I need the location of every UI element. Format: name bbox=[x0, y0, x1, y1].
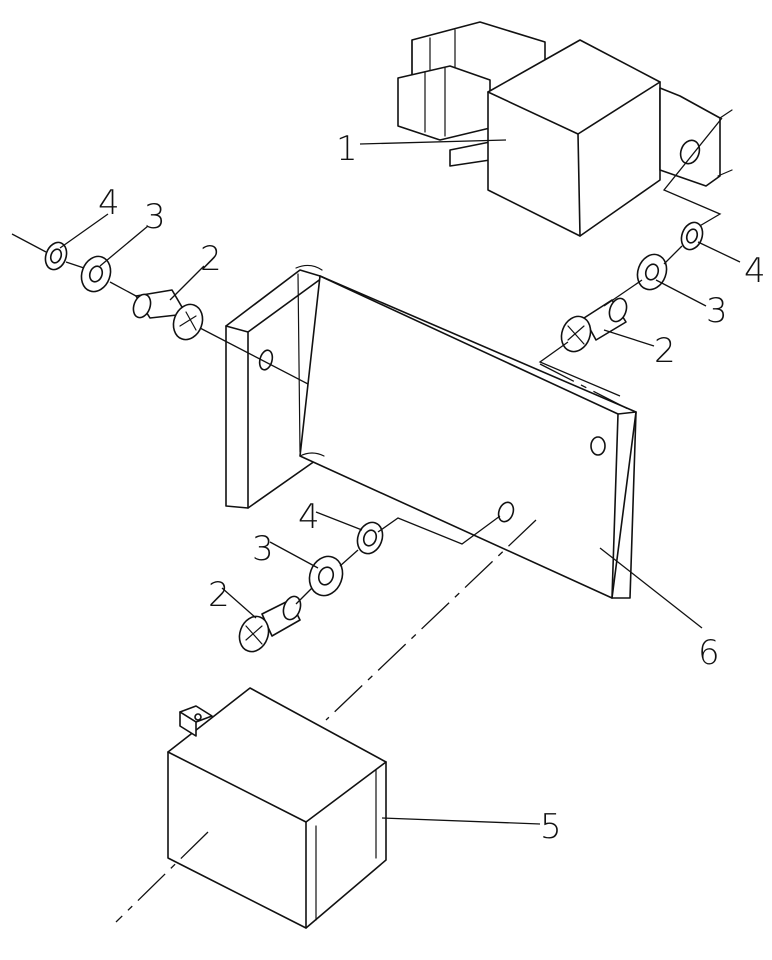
washer-right bbox=[636, 253, 668, 291]
screw-left bbox=[132, 289, 204, 341]
flasher-part-5 bbox=[167, 687, 387, 929]
callout-relay: 1 bbox=[336, 129, 358, 169]
assembly-axis-lines bbox=[11, 233, 683, 923]
callout-screw-right: 2 bbox=[654, 331, 676, 371]
callout-labels: 1 4 3 2 4 3 2 4 3 2 6 5 bbox=[98, 129, 766, 847]
callout-leaders bbox=[59, 139, 741, 825]
callout-flasher: 5 bbox=[540, 807, 562, 847]
washer-bottom bbox=[308, 555, 344, 597]
screw-bottom bbox=[238, 595, 302, 653]
callout-screw-left: 2 bbox=[200, 239, 222, 279]
relay-part-1 bbox=[397, 21, 733, 237]
callout-lockwasher-bottom: 4 bbox=[298, 497, 320, 537]
callout-lockwasher-left: 4 bbox=[98, 183, 120, 223]
bracket-part-6 bbox=[225, 264, 637, 599]
callout-washer-bottom: 3 bbox=[252, 529, 274, 569]
callout-bracket: 6 bbox=[698, 633, 720, 673]
washer-left bbox=[80, 255, 112, 293]
callout-washer-right: 3 bbox=[706, 291, 728, 331]
lockwasher-bottom bbox=[356, 521, 384, 555]
screw-right bbox=[560, 297, 628, 353]
callout-lockwasher-right: 4 bbox=[744, 251, 766, 291]
lockwasher-left bbox=[44, 241, 68, 271]
callout-washer-left: 3 bbox=[144, 197, 166, 237]
lockwasher-right bbox=[680, 221, 704, 251]
callout-screw-bottom: 2 bbox=[208, 575, 230, 615]
